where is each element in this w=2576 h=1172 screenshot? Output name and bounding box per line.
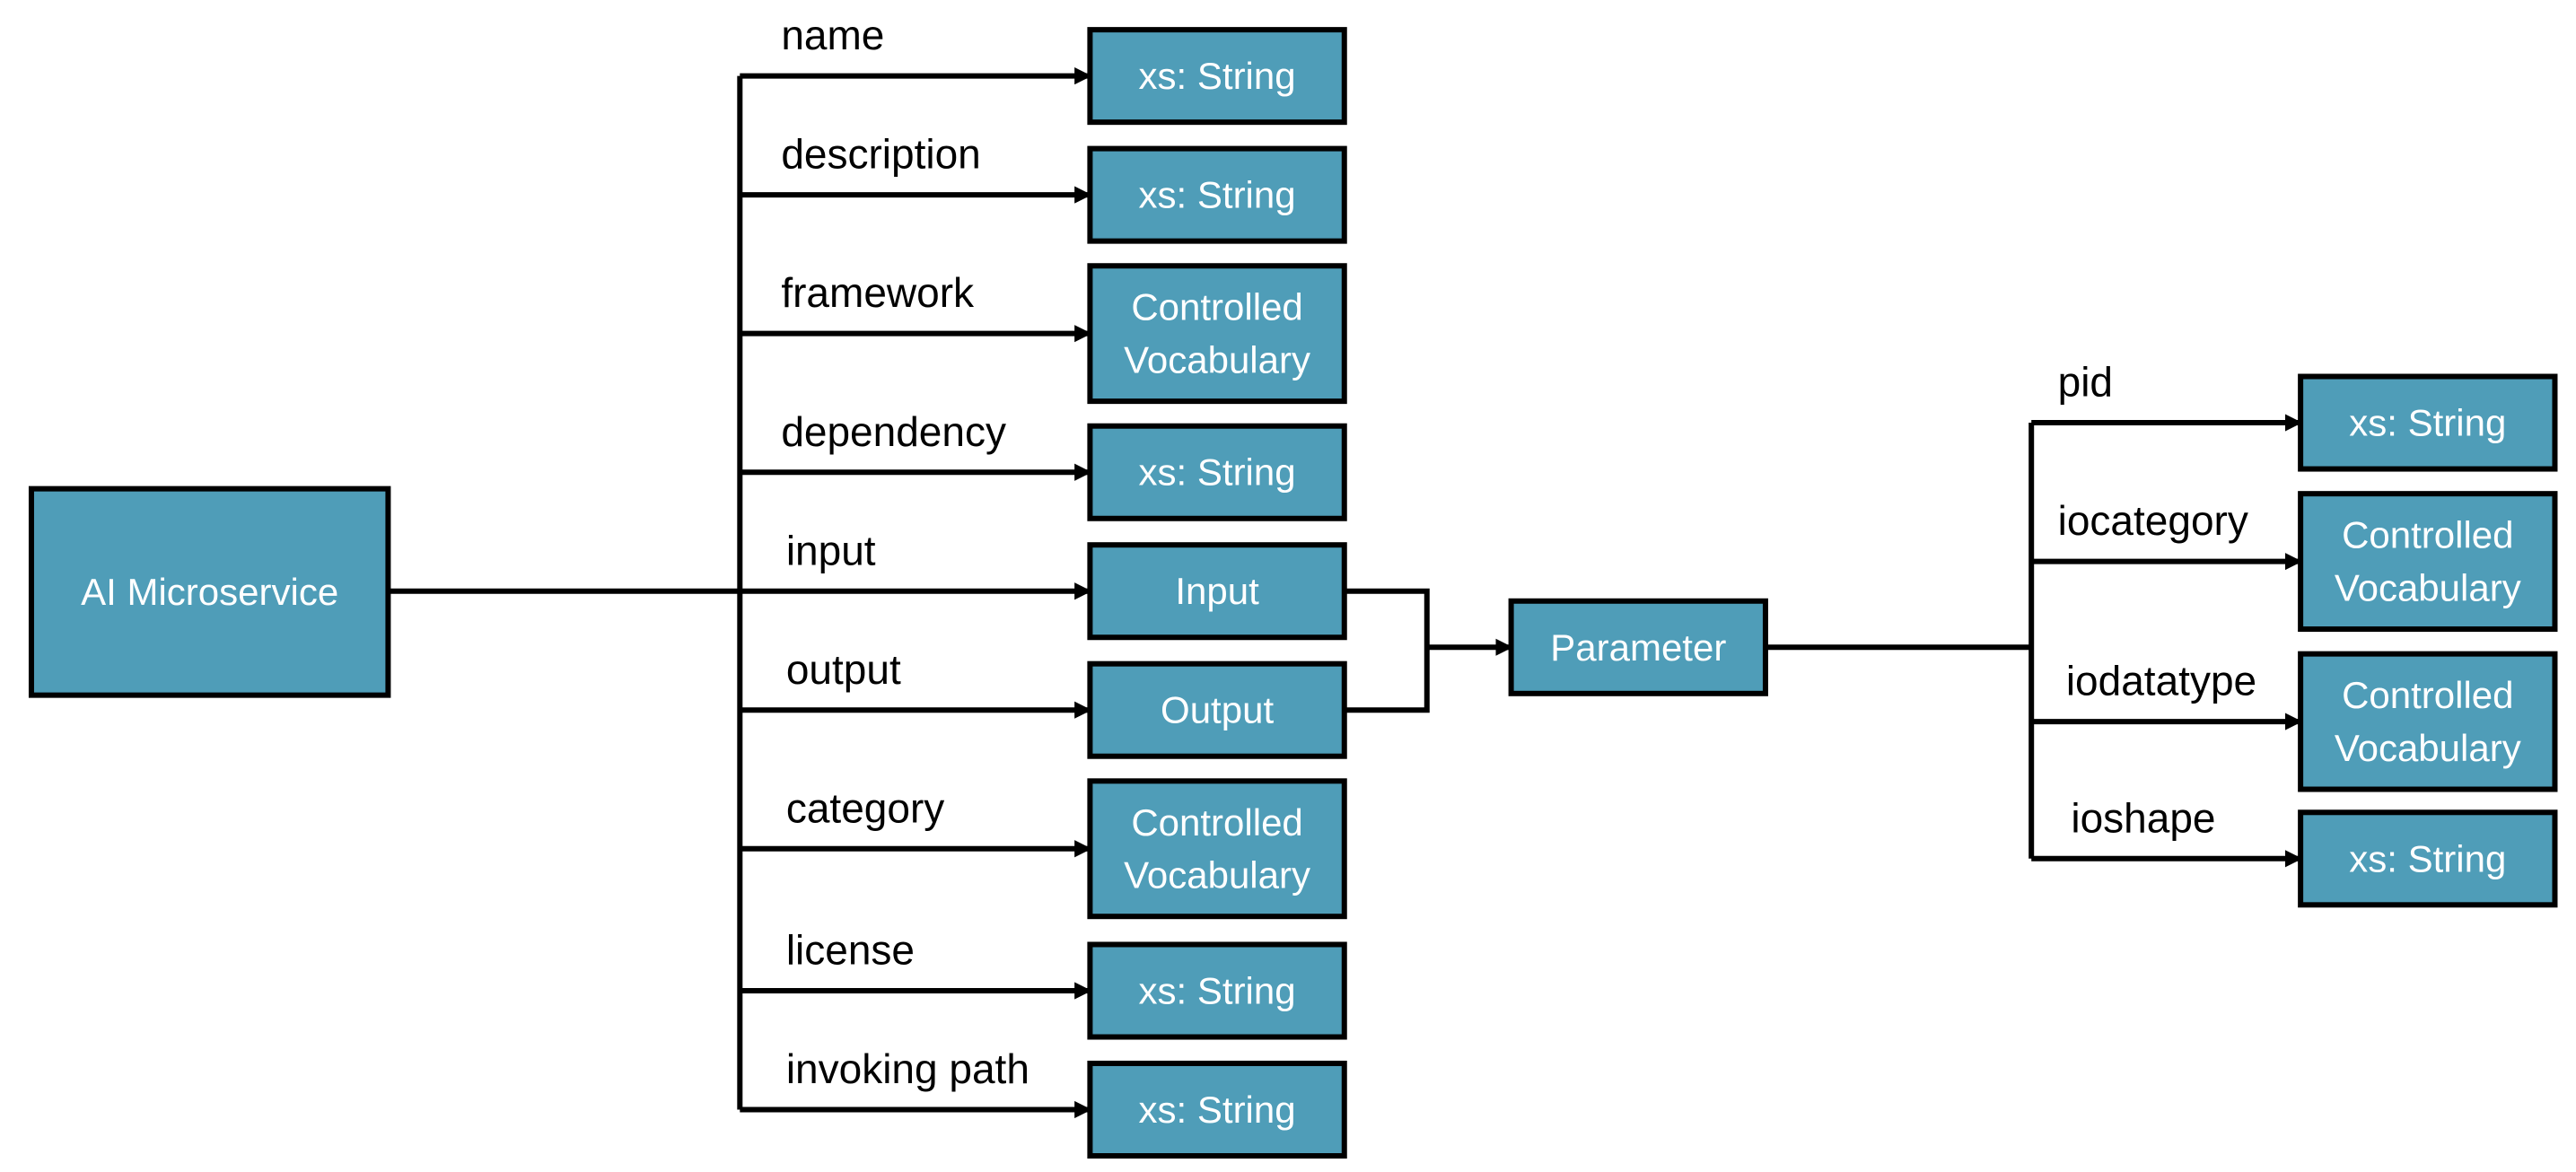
labels-layer: name description framework dependency input o…	[781, 12, 2256, 1092]
edges-layer	[388, 67, 2303, 1119]
type-node-invoking-path: xs: String	[1087, 1060, 1347, 1159]
type-node-description: xs: String	[1087, 145, 1347, 244]
parameter-node-box	[1508, 598, 1768, 696]
type-node-output-box	[1087, 660, 1347, 759]
type-node-framework-text: Vocabulary	[1124, 339, 1310, 381]
type-node-pid-text: xs: String	[2349, 402, 2506, 444]
type-node-iocategory-box	[2298, 491, 2558, 633]
type-node-pid: xs: String	[2298, 373, 2558, 472]
type-node-framework-text: Controlled	[1131, 286, 1302, 328]
edge-label-iodatatype: iodatatype	[2066, 658, 2256, 704]
type-node-ioshape-box	[2298, 809, 2558, 908]
type-node-input-box	[1087, 542, 1347, 641]
parameter-node-text: Parameter	[1550, 626, 1726, 669]
type-node-iocategory-text: Vocabulary	[2335, 567, 2521, 609]
edge-label-license: license	[786, 927, 915, 974]
input-output-merge-line	[1344, 588, 1430, 713]
type-node-license-text: xs: String	[1139, 970, 1296, 1012]
edge-label-pid: pid	[2058, 359, 2113, 406]
type-node-description-text: xs: String	[1139, 174, 1296, 216]
type-node-dependency-text: xs: String	[1139, 451, 1296, 494]
type-node-output-text: Output	[1161, 689, 1274, 731]
type-node-name-box	[1087, 27, 1347, 126]
type-node-framework-box	[1087, 263, 1347, 405]
type-node-iocategory-text: Controlled	[2342, 514, 2513, 556]
type-node-iodatatype-text: Controlled	[2342, 674, 2513, 716]
type-node-category-text: Vocabulary	[1124, 854, 1310, 896]
edge-label-name: name	[781, 12, 884, 58]
type-node-category-box	[1087, 778, 1347, 920]
type-node-input: Input	[1087, 542, 1347, 641]
edge-label-dependency: dependency	[781, 408, 1006, 455]
type-node-ioshape: xs: String	[2298, 809, 2558, 908]
type-node-category-text: Controlled	[1131, 801, 1302, 844]
edge-label-description: description	[781, 131, 980, 178]
type-node-iodatatype-text: Vocabulary	[2335, 727, 2521, 769]
type-node-pid-box	[2298, 373, 2558, 472]
ai-microservice-node-box	[28, 485, 391, 698]
type-node-dependency: xs: String	[1087, 423, 1347, 521]
ai-microservice-node-text: AI Microservice	[81, 571, 338, 613]
parameter-node: Parameter	[1508, 598, 1768, 696]
edge-label-iocategory: iocategory	[2058, 497, 2248, 544]
type-node-input-text: Input	[1175, 570, 1259, 612]
edge-label-output: output	[786, 646, 901, 693]
type-node-license: xs: String	[1087, 941, 1347, 1040]
type-node-description-box	[1087, 145, 1347, 244]
type-node-output: Output	[1087, 660, 1347, 759]
type-node-name: xs: String	[1087, 27, 1347, 126]
edge-label-invoking-path: invoking path	[786, 1045, 1030, 1092]
edge-label-category: category	[786, 784, 944, 831]
edge-label-framework: framework	[781, 269, 975, 316]
type-node-license-box	[1087, 941, 1347, 1040]
type-node-iodatatype-box	[2298, 651, 2558, 792]
type-node-invoking-path-box	[1087, 1060, 1347, 1159]
edge-label-input: input	[786, 527, 876, 573]
edge-label-ioshape: ioshape	[2071, 794, 2215, 841]
type-node-ioshape-text: xs: String	[2349, 837, 2506, 879]
ai-microservice-node: AI Microservice	[28, 485, 391, 698]
type-node-dependency-box	[1087, 423, 1347, 521]
type-node-name-text: xs: String	[1139, 55, 1296, 97]
type-node-invoking-path-text: xs: String	[1139, 1089, 1296, 1131]
